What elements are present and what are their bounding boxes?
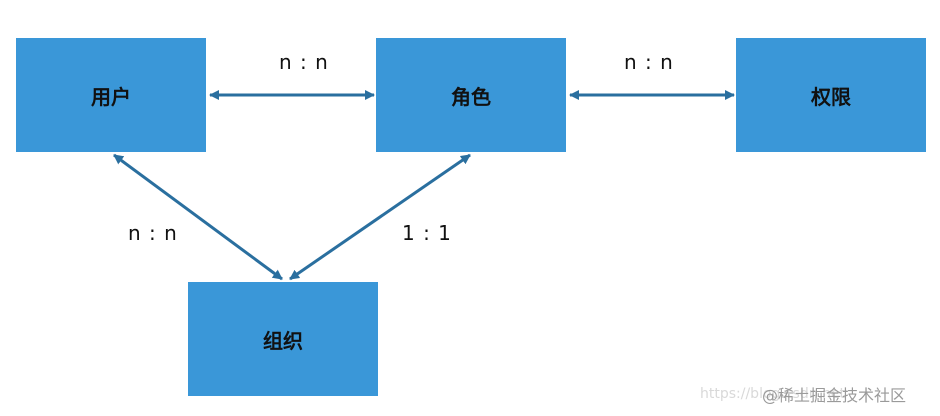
arrow-role-organization — [289, 153, 471, 281]
watermark-brand: @稀土掘金技术社区 — [762, 386, 907, 405]
node-role-label: 角色 — [451, 84, 491, 109]
node-organization-label: 组织 — [263, 328, 303, 353]
arrow-user-organization — [113, 153, 283, 281]
watermark-url: https://blog.csdn.net — [700, 386, 846, 402]
edge-label-user-role: n : n — [279, 50, 329, 74]
edge-label-role-organization: 1 : 1 — [402, 221, 452, 245]
edge-label-user-organization: n : n — [128, 221, 178, 245]
edge-label-role-permission: n : n — [624, 50, 674, 74]
node-organization: 组织 — [188, 282, 378, 396]
node-permission-label: 权限 — [811, 84, 851, 109]
node-role: 角色 — [376, 38, 566, 152]
node-user: 用户 — [16, 38, 206, 152]
node-user-label: 用户 — [91, 84, 131, 109]
node-permission: 权限 — [736, 38, 926, 152]
